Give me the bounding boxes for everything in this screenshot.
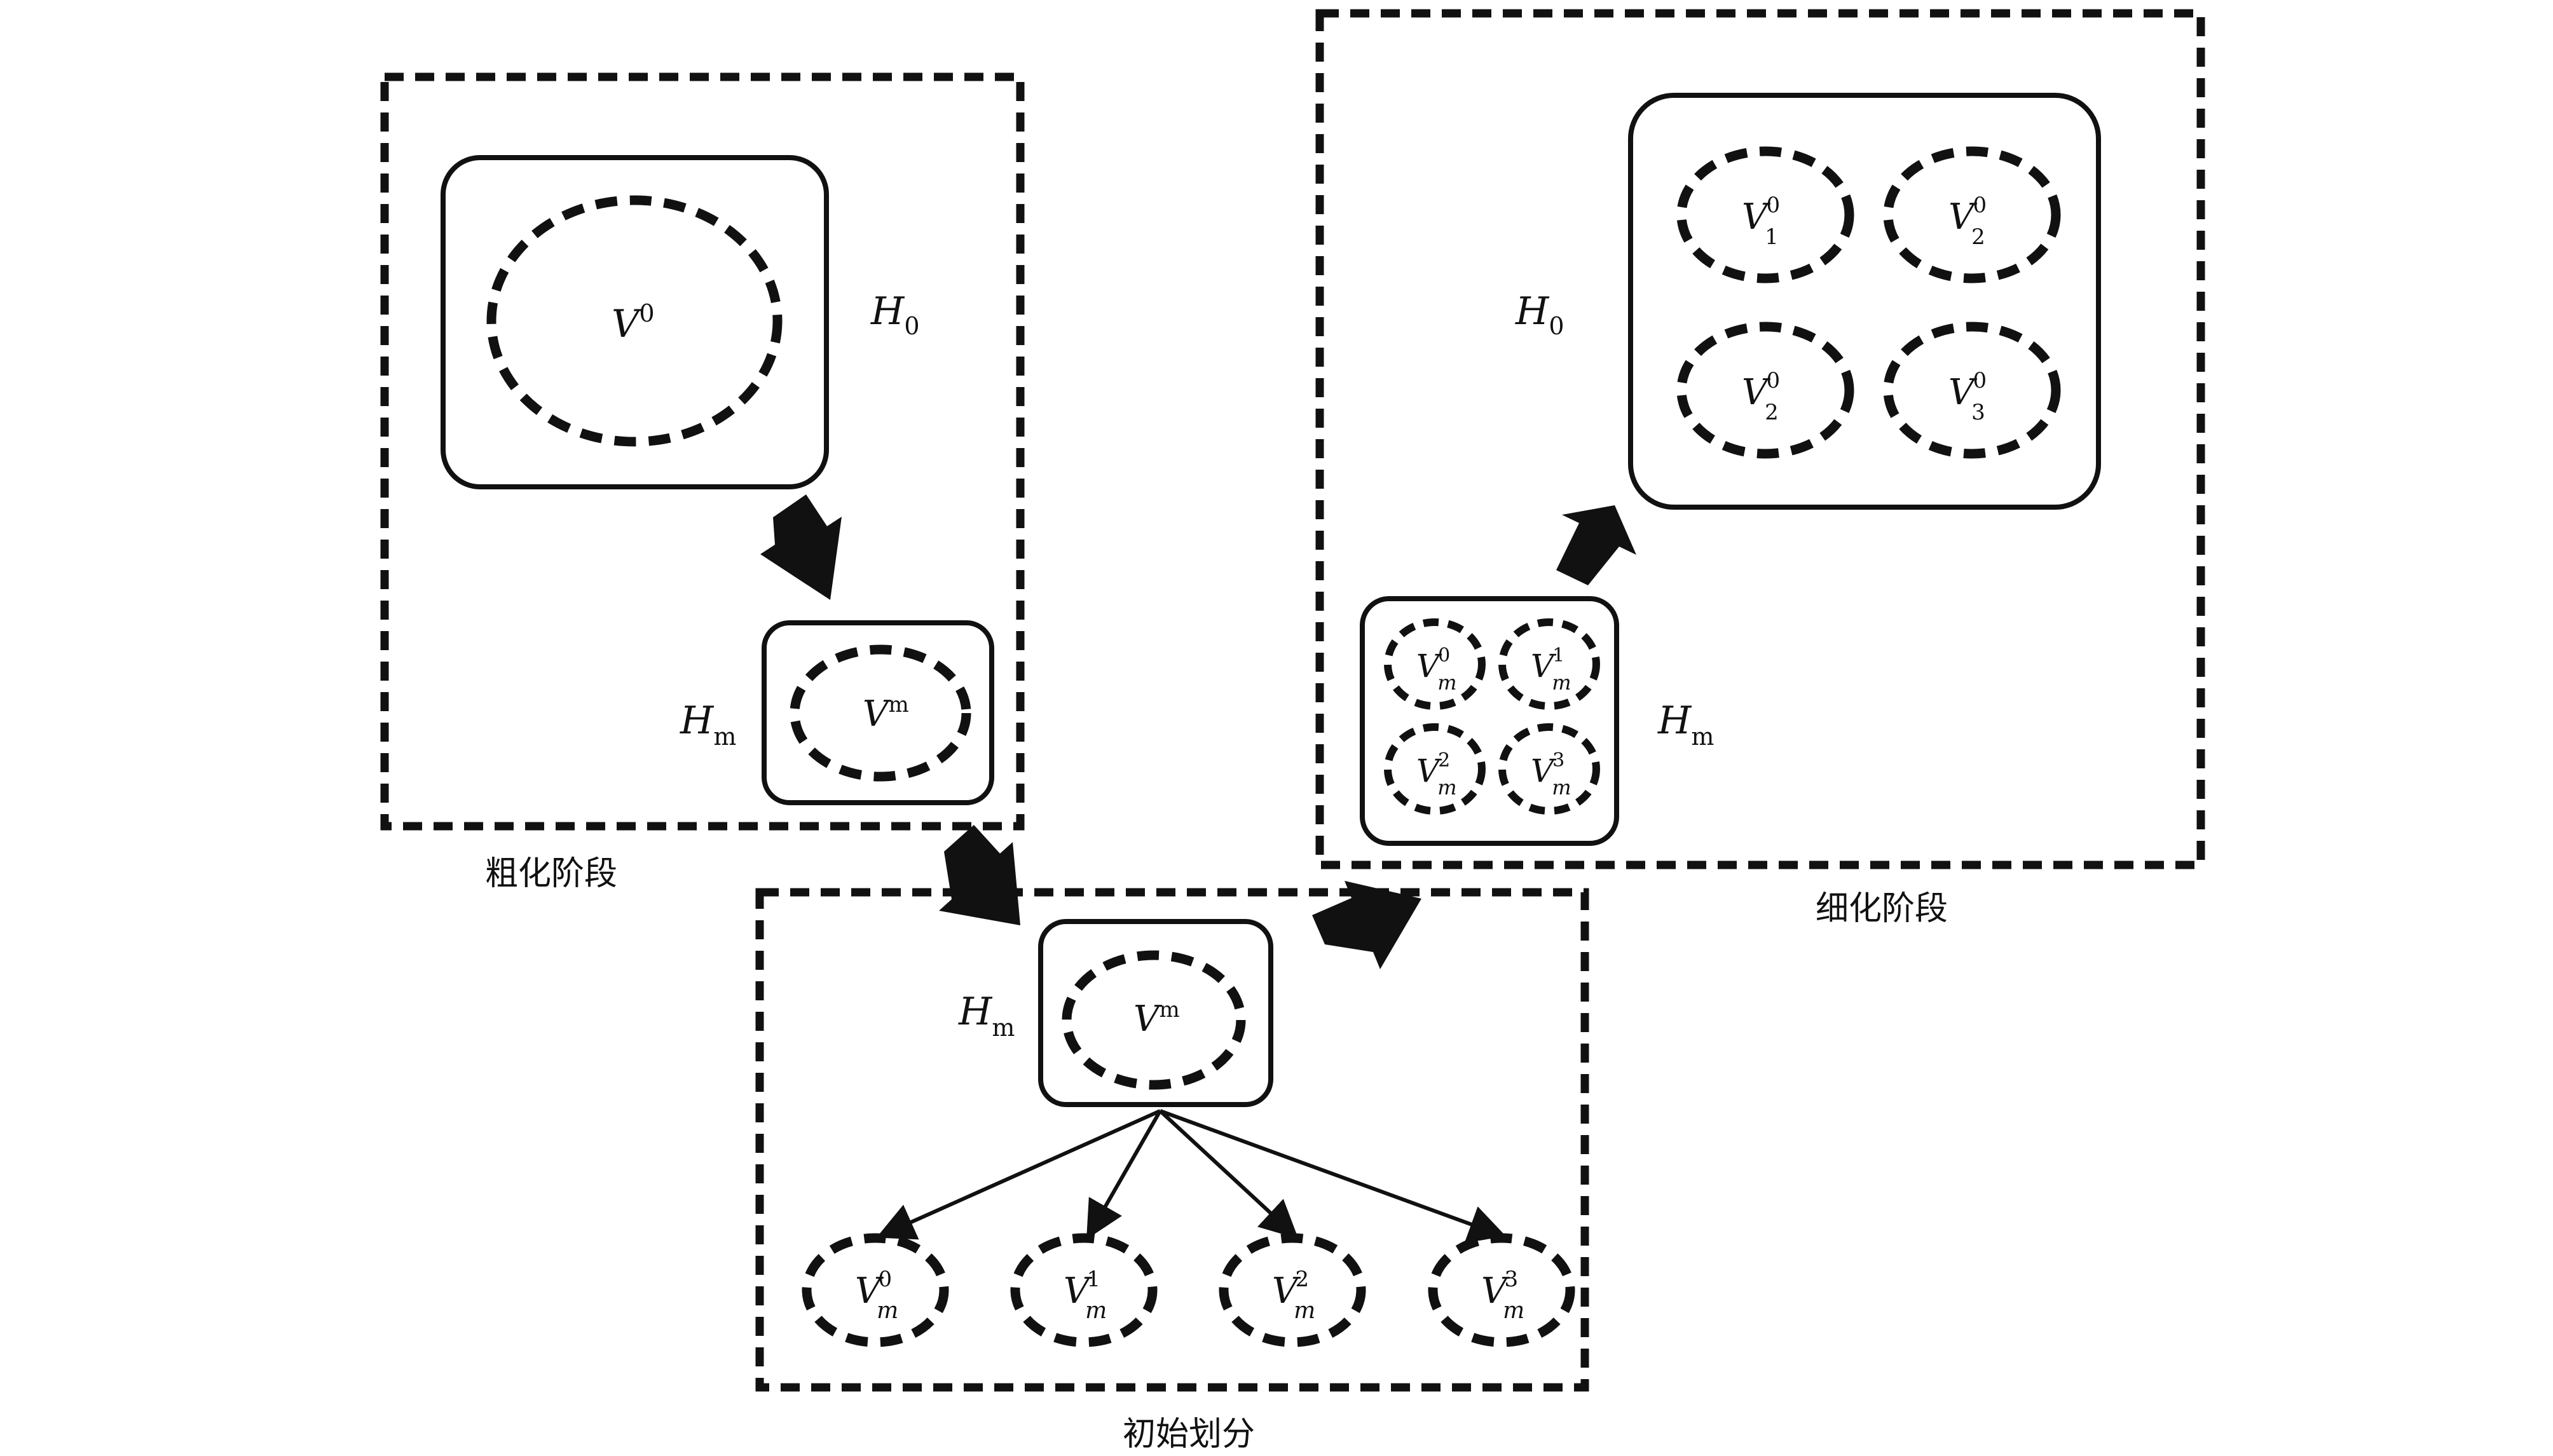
original-vertex-set — [486, 195, 783, 447]
coarse-graph-label: Hm — [680, 698, 736, 751]
coarsening-stage-label: 粗化阶段 — [485, 855, 617, 893]
to-refinement-arrow — [1312, 881, 1421, 969]
initial-stage-frame — [755, 888, 1589, 1392]
svg-text:V0m: V0m — [1416, 644, 1457, 695]
refinement-coarse-graph-label: Hm — [1657, 698, 1714, 751]
svg-text:V2m: V2m — [1272, 1267, 1315, 1324]
original-vertex-set-label: V0 — [612, 299, 655, 346]
initial-vertex-set-label: Vm — [1133, 997, 1180, 1040]
svg-text:V03: V03 — [1948, 368, 1987, 425]
split-edge-3 — [1159, 1109, 1507, 1242]
refinement-stage-label: 细化阶段 — [1816, 890, 1948, 928]
svg-text:V1m: V1m — [1531, 644, 1571, 695]
coarse-vertex-set — [790, 644, 971, 782]
coarsening-stage-frame — [380, 72, 1025, 831]
split-edge-1 — [1086, 1110, 1162, 1240]
coarse-vertex-set-label: Vm — [863, 692, 909, 735]
split-edge-0 — [876, 1109, 1161, 1240]
svg-text:V1m: V1m — [1064, 1267, 1107, 1324]
original-graph-label: H0 — [870, 289, 920, 340]
svg-text:V0m: V0m — [855, 1267, 898, 1324]
svg-text:V3m: V3m — [1531, 749, 1571, 799]
svg-text:V02: V02 — [1948, 193, 1987, 250]
refinement-fine-graph-label: H0 — [1515, 289, 1564, 340]
initial-graph-label: Hm — [958, 990, 1015, 1042]
uncoarsen-arrow — [1556, 505, 1636, 585]
svg-text:V3m: V3m — [1481, 1267, 1524, 1324]
svg-text:V2m: V2m — [1416, 749, 1457, 799]
to-initial-arrow — [939, 825, 1020, 925]
initial-stage-label: 初始划分 — [1123, 1415, 1255, 1453]
svg-text:V02: V02 — [1742, 368, 1780, 425]
refinement-fine-graph-box — [1628, 93, 2101, 510]
split-edge-2 — [1158, 1109, 1299, 1239]
coarsen-arrow — [760, 494, 842, 600]
svg-text:V01: V01 — [1742, 193, 1780, 250]
initial-vertex-set — [1062, 950, 1246, 1090]
refinement-stage-frame — [1315, 9, 2205, 869]
